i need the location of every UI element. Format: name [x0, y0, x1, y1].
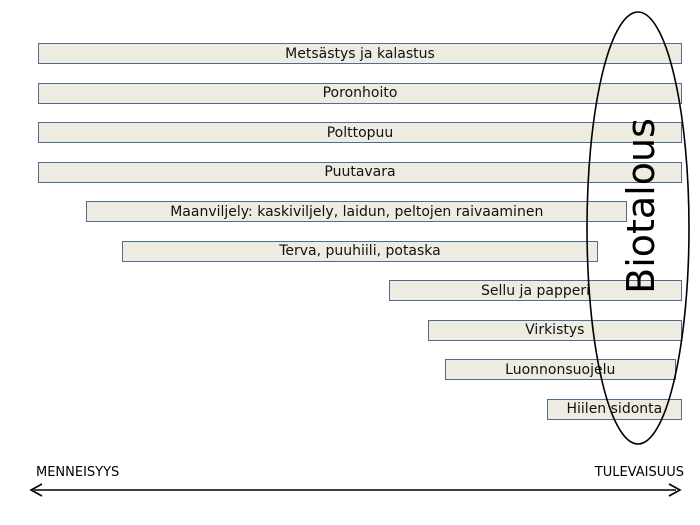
- activity-bar-label: Maanviljely: kaskiviljely, laidun, pelto…: [170, 203, 544, 220]
- activity-bar: Virkistys: [427, 319, 682, 341]
- activity-bar: Polttopuu: [38, 122, 682, 143]
- timeline-arrow-left: [29, 483, 43, 497]
- activity-bar-label: Virkistys: [525, 322, 585, 338]
- activity-bar: Maanviljely: kaskiviljely, laidun, pelto…: [86, 201, 628, 222]
- activity-bar: Metsästys ja kalastus: [38, 43, 682, 64]
- activity-bar: Hiilen sidonta: [546, 398, 682, 420]
- biotalous-label: Biotalous: [619, 118, 663, 294]
- activity-bar-label: Luonnonsuojelu: [505, 361, 616, 378]
- activity-bar-label: Poronhoito: [322, 85, 398, 101]
- future-label: TULEVAISUUS: [594, 465, 684, 480]
- timeline-axis: [29, 483, 682, 497]
- activity-bar-label: Terva, puuhiili, potaska: [279, 243, 441, 259]
- timeline-arrow-right: [668, 483, 682, 497]
- activity-bar-label: Sellu ja papperi: [480, 282, 590, 299]
- activity-bar: Terva, puuhiili, potaska: [121, 240, 599, 262]
- activity-bar-label: Puutavara: [324, 164, 396, 180]
- activity-bar: Puutavara: [38, 161, 682, 183]
- activity-bar: Luonnonsuojelu: [445, 359, 676, 380]
- activity-bar-label: Polttopuu: [326, 124, 394, 141]
- activity-bar-label: Metsästys ja kalastus: [285, 45, 435, 62]
- activity-bar-label: Hiilen sidonta: [566, 401, 663, 417]
- activity-bar: Poronhoito: [38, 82, 682, 104]
- past-label: MENNEISYYS: [36, 465, 120, 480]
